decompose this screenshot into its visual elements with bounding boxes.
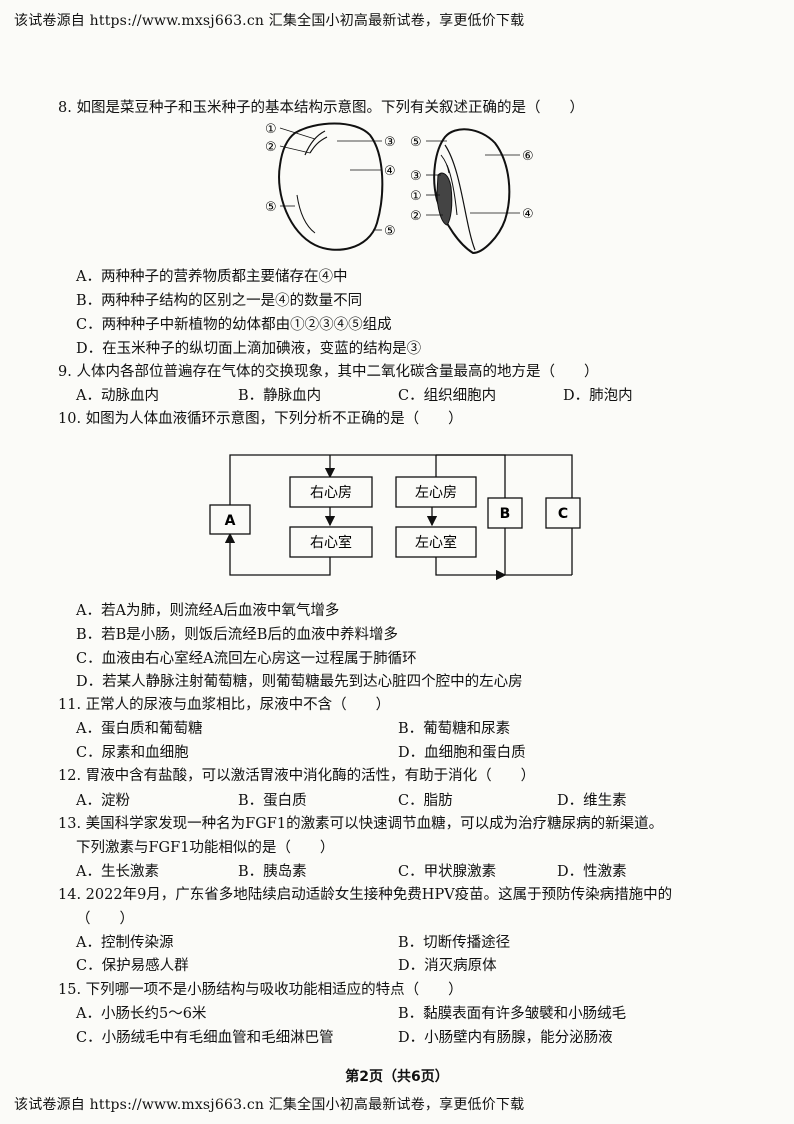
q15-stem: 15. 下列哪一项不是小肠结构与吸收功能相适应的特点（ ） xyxy=(58,982,463,998)
q10-option-c: C．血液由右心室经A流回左心房这一过程属于肺循环 xyxy=(76,651,417,667)
bean-seed-figure: ① ② ③ ④ ⑤ ⑤ xyxy=(265,122,396,251)
q14-option-d: D．消灭病原体 xyxy=(398,958,497,974)
q15-option-a: A．小肠长约5～6米 xyxy=(76,1006,207,1022)
q9-stem: 9. 人体内各部位普遍存在气体的交换现象，其中二氧化碳含量最高的地方是（ ） xyxy=(58,364,599,380)
page-number: 第2页（共6页） xyxy=(345,1069,449,1085)
q14-option-b: B．切断传播途径 xyxy=(398,935,511,951)
q14-stem-line2: （ ） xyxy=(76,911,134,927)
q15-option-d: D．小肠壁内有肠腺，能分泌肠液 xyxy=(398,1030,613,1046)
q10-stem: 10. 如图为人体血液循环示意图，下列分析不正确的是（ ） xyxy=(58,411,463,427)
q14-option-c: C．保护易感人群 xyxy=(76,958,189,974)
bean-label-1: ① xyxy=(265,122,277,137)
corn-label-4: ④ xyxy=(522,207,534,222)
corn-label-1: ① xyxy=(410,189,422,204)
q12-stem: 12. 胃液中含有盐酸，可以激活胃液中消化酶的活性，有助于消化（ ） xyxy=(58,768,536,784)
q11-option-d: D．血细胞和蛋白质 xyxy=(398,745,526,761)
q10-option-b: B．若B是小肠，则饭后流经B后的血液中养料增多 xyxy=(76,627,398,643)
q12-option-d: D．维生素 xyxy=(557,793,627,809)
seed-structure-diagram: ① ② ③ ④ ⑤ ⑤ ⑤ ⑥ ③ ① ② ④ xyxy=(265,122,534,255)
q9-option-a: A．动脉血内 xyxy=(76,388,159,404)
q11-stem: 11. 正常人的尿液与血浆相比，尿液中不含（ ） xyxy=(58,697,391,713)
q9-option-d: D．肺泡内 xyxy=(563,388,633,404)
q9-option-c: C．组织细胞内 xyxy=(398,388,497,404)
source-banner-top: 该试卷源自 https://www.mxsj663.cn 汇集全国小初高最新试卷… xyxy=(14,13,525,29)
q14-stem-line1: 14. 2022年9月，广东省多地陆续启动适龄女生接种免费HPV疫苗。这属于预防… xyxy=(58,887,673,903)
q15-option-c: C．小肠绒毛中有毛细血管和毛细淋巴管 xyxy=(76,1030,334,1046)
q10-option-a: A．若A为肺，则流经A后血液中氧气增多 xyxy=(76,603,340,619)
corn-seed-figure: ⑤ ⑥ ③ ① ② ④ xyxy=(410,128,534,255)
q13-stem-line2: 下列激素与FGF1功能相似的是（ ） xyxy=(76,840,335,856)
left-atrium-label: 左心房 xyxy=(415,485,457,501)
box-b-label: B xyxy=(500,506,511,522)
left-ventricle-label: 左心室 xyxy=(415,534,457,551)
q8-option-d: D．在玉米种子的纵切面上滴加碘液，变蓝的结构是③ xyxy=(76,341,422,357)
q11-option-b: B．葡萄糖和尿素 xyxy=(398,721,511,737)
right-ventricle-label: 右心室 xyxy=(310,534,352,551)
q11-option-a: A．蛋白质和葡萄糖 xyxy=(76,721,203,737)
bean-label-5b: ⑤ xyxy=(384,224,396,239)
corn-label-3: ③ xyxy=(410,169,422,184)
q10-option-d: D．若某人静脉注射葡萄糖，则葡萄糖最先到达心脏四个腔中的左心房 xyxy=(76,674,523,690)
bean-label-5a: ⑤ xyxy=(265,200,277,215)
q13-stem-line1: 13. 美国科学家发现一种名为FGF1的激素可以快速调节血糖，可以成为治疗糖尿病… xyxy=(58,816,664,832)
corn-label-2: ② xyxy=(410,209,422,224)
blood-circulation-diagram: A 右心房 左心房 右心室 左心室 B C xyxy=(209,454,581,581)
q12-option-a: A．淀粉 xyxy=(76,793,130,809)
bean-label-3: ③ xyxy=(384,135,396,150)
q12-option-b: B．蛋白质 xyxy=(238,793,307,809)
q8-option-b: B．两种种子结构的区别之一是④的数量不同 xyxy=(76,293,363,309)
q11-option-c: C．尿素和血细胞 xyxy=(76,745,189,761)
q13-option-c: C．甲状腺激素 xyxy=(398,864,497,880)
q9-option-b: B．静脉血内 xyxy=(238,388,322,404)
corn-label-5: ⑤ xyxy=(410,135,422,150)
q15-option-b: B．黏膜表面有许多皱襞和小肠绒毛 xyxy=(398,1006,627,1022)
q12-option-c: C．脂肪 xyxy=(398,793,453,809)
q14-option-a: A．控制传染源 xyxy=(76,935,174,951)
corn-label-6: ⑥ xyxy=(522,149,534,164)
bean-label-4: ④ xyxy=(384,164,396,179)
q13-option-b: B．胰岛素 xyxy=(238,864,307,880)
right-atrium-label: 右心房 xyxy=(310,485,352,501)
q13-option-d: D．性激素 xyxy=(557,864,627,880)
q8-stem: 8. 如图是菜豆种子和玉米种子的基本结构示意图。下列有关叙述正确的是（ ） xyxy=(58,100,584,116)
q13-option-a: A．生长激素 xyxy=(76,864,159,880)
bean-label-2: ② xyxy=(265,140,277,155)
box-a-label: A xyxy=(225,513,236,529)
q8-option-a: A．两种种子的营养物质都主要储存在④中 xyxy=(76,269,348,285)
q8-option-c: C．两种种子中新植物的幼体都由①②③④⑤组成 xyxy=(76,317,392,333)
box-c-label: C xyxy=(558,506,568,522)
source-banner-bottom: 该试卷源自 https://www.mxsj663.cn 汇集全国小初高最新试卷… xyxy=(14,1097,525,1113)
